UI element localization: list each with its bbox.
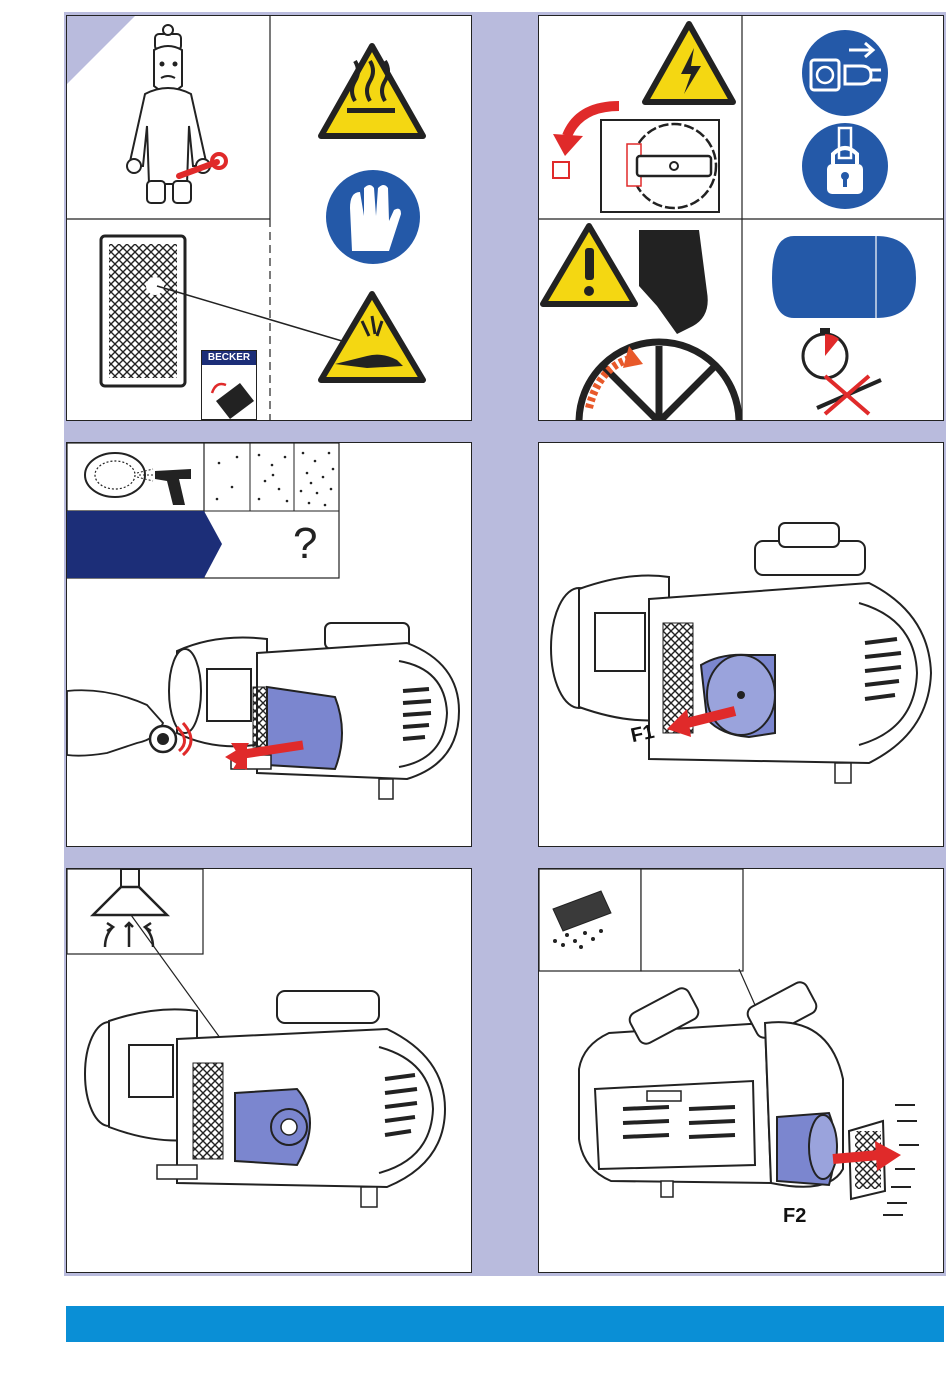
filter-cartridge-icon <box>67 16 472 421</box>
vacuum-pump-icon <box>539 869 944 1273</box>
vacuum-pump-icon <box>67 869 472 1273</box>
vacuum-pump-icon <box>67 443 472 847</box>
panel-safety-ppe: BECKER <box>66 15 472 421</box>
becker-catalog-icon: BECKER <box>201 350 257 420</box>
label-f1: F1 <box>629 721 657 748</box>
footer-bar <box>66 1306 944 1342</box>
panel-extraction <box>66 868 472 1273</box>
vacuum-pump-icon <box>539 443 944 847</box>
panel-filter-cleaning: ? <box>66 442 472 847</box>
panel-f1-removal: F1 <box>538 442 944 847</box>
becker-logo: BECKER <box>202 351 256 365</box>
label-f2: F2 <box>783 1205 806 1228</box>
wait-timer-no-tools-icon <box>539 16 944 421</box>
panel-f2-removal: F2 <box>538 868 944 1273</box>
panel-electrical-lockout <box>538 15 944 421</box>
